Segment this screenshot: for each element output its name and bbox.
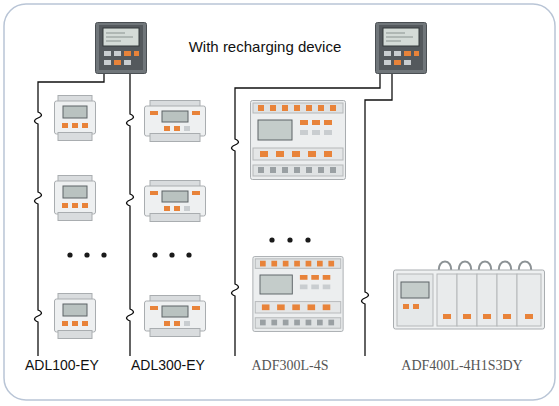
- model-label: ADL100-EY: [25, 358, 99, 373]
- meter-adl300: [145, 181, 206, 222]
- ellipsis-dot: [84, 252, 89, 257]
- bus-wire: [232, 74, 381, 356]
- ellipsis-dot: [287, 237, 292, 242]
- ellipsis-dot: [169, 252, 174, 257]
- meter-adf300: [253, 256, 343, 331]
- ellipsis-dot: [67, 252, 72, 257]
- meter-adl100: [55, 176, 96, 221]
- bus-wire: [127, 74, 134, 356]
- model-label: ADF400L-4H1S3DY: [401, 358, 522, 373]
- meter-adf300: [251, 101, 346, 180]
- ellipsis-dot: [186, 252, 191, 257]
- ellipsis-dot: [101, 252, 106, 257]
- bus-wire: [35, 74, 105, 356]
- meter-adl100: [55, 294, 96, 339]
- bus-wires: [35, 74, 393, 356]
- meter-adl300: [145, 296, 206, 337]
- meter-adf400: [394, 262, 545, 330]
- ellipsis-dot: [152, 252, 157, 257]
- banner-label: With recharging device: [189, 39, 342, 56]
- model-label: ADL300-EY: [131, 358, 205, 373]
- model-label: ADF300L-4S: [251, 358, 328, 373]
- outer-frame: [4, 4, 555, 400]
- ellipsis-dot: [269, 237, 274, 242]
- meter-adl100: [55, 96, 96, 141]
- display-device: [376, 23, 427, 74]
- display-device: [96, 23, 147, 74]
- ellipsis-dot: [305, 237, 310, 242]
- meter-adl300: [145, 101, 206, 142]
- ellipsis-dots: [67, 237, 310, 257]
- bus-wire: [362, 74, 393, 356]
